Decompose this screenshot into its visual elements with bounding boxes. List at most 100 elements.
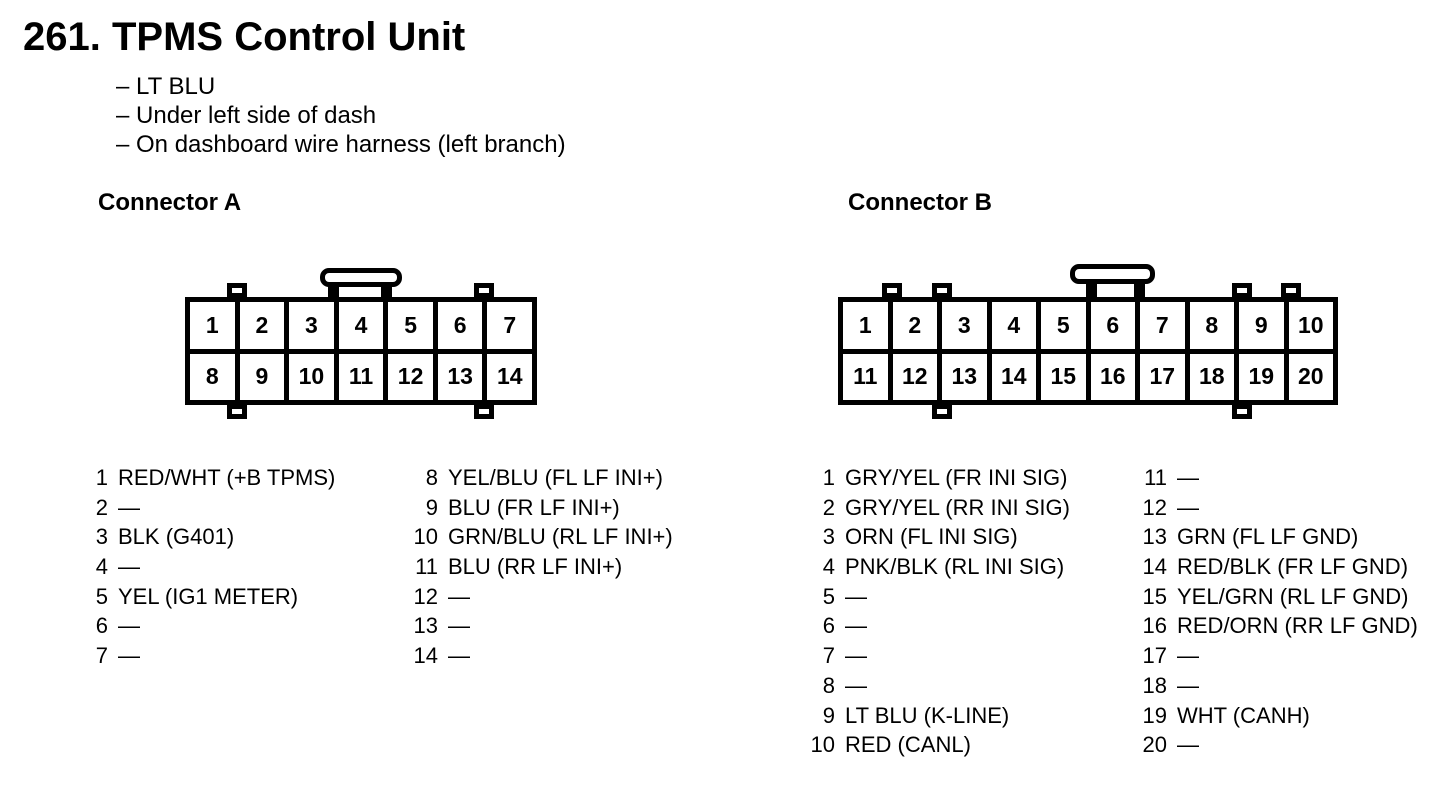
pin-wire-label: — xyxy=(1177,732,1199,758)
pin-wire-label: — xyxy=(845,672,867,698)
pin-wire-label: RED/ORN (RR LF GND) xyxy=(1177,613,1418,639)
pin-definition-row: 5— xyxy=(806,582,1070,612)
connector-b-latch-leg-icon xyxy=(1134,278,1145,298)
pin-number: 5 xyxy=(95,583,108,609)
pin-wire-label: BLK (G401) xyxy=(118,524,235,550)
pin-cell: 5 xyxy=(388,302,438,349)
pin-wire-label: — xyxy=(448,613,470,639)
pin-number: 16 xyxy=(1142,613,1167,639)
pin-definition-row: 6— xyxy=(79,611,335,641)
pin-number: 19 xyxy=(1142,702,1167,728)
pin-definition-row: 9 LT BLU (K-LINE) xyxy=(806,701,1070,731)
pin-definition-row: 4 PNK/BLK (RL INI SIG) xyxy=(806,552,1070,582)
pin-definition-row: 18— xyxy=(1138,671,1418,701)
pin-number: 6 xyxy=(95,613,108,639)
connector-a-mounting-tab-icon xyxy=(227,283,247,298)
pin-number: 15 xyxy=(1142,583,1167,609)
pin-definition-row: 4— xyxy=(79,552,335,582)
pin-definition-row: 16 RED/ORN (RR LF GND) xyxy=(1138,611,1418,641)
location-note: – Under left side of dash xyxy=(116,102,377,129)
pin-wire-label: — xyxy=(845,583,867,609)
pin-wire-label: — xyxy=(1177,465,1199,490)
pin-cell: 14 xyxy=(992,353,1041,400)
pin-wire-label: GRY/YEL (FR INI SIG) xyxy=(845,465,1068,490)
pin-cell: 13 xyxy=(438,353,488,400)
pin-number: 3 xyxy=(95,524,108,550)
pin-cell: 19 xyxy=(1239,353,1289,400)
pin-number: 13 xyxy=(1142,524,1167,550)
pin-cell: 16 xyxy=(1091,353,1140,400)
pin-number: 12 xyxy=(413,583,438,609)
pin-cell: 7 xyxy=(503,311,517,338)
pin-wire-label: — xyxy=(448,583,470,609)
connector-a-heading: Connector A xyxy=(98,189,242,216)
pin-cell: 2 xyxy=(893,302,942,349)
connector-b-mounting-tab-icon xyxy=(1232,404,1252,419)
pin-cell: 18 xyxy=(1190,353,1239,400)
pin-definition-row: 12 — xyxy=(409,582,673,612)
pin-definition-row: 20— xyxy=(1138,730,1418,760)
connector-b-mounting-tab-icon xyxy=(1281,283,1301,298)
pin-definition-row: 2— xyxy=(79,493,335,523)
pin-cell: 6 xyxy=(438,302,488,349)
pin-cell: 8 xyxy=(1190,302,1239,349)
pin-wire-label: — xyxy=(448,643,470,669)
pin-number: 9 xyxy=(822,702,835,728)
pin-number: 10 xyxy=(413,524,438,550)
pin-cell: 4 xyxy=(992,302,1041,349)
pin-cell: 10 xyxy=(1297,311,1324,338)
pin-definition-row: 7— xyxy=(79,641,335,671)
pin-number: 2 xyxy=(822,494,835,520)
pin-cell: 8 xyxy=(190,353,240,400)
connector-a-latch-leg-icon xyxy=(328,282,339,298)
connector-b-mounting-tab-icon xyxy=(932,404,952,419)
pin-definition-row: 13— xyxy=(409,611,673,641)
pin-wire-label: — xyxy=(118,554,140,580)
connector-a-mounting-tab-icon xyxy=(474,404,494,419)
location-note: – On dashboard wire harness (left branch… xyxy=(116,131,566,158)
pin-number: 4 xyxy=(95,554,108,580)
pin-number: 9 xyxy=(425,494,438,520)
pin-wire-label: YEL/BLU (FL LF INI+) xyxy=(448,465,663,490)
pin-cell: 14 xyxy=(496,363,523,390)
pin-definition-row: 9 BLU (FR LF INI+) xyxy=(409,493,673,523)
connector-a-latch-handle-icon xyxy=(320,268,402,287)
pin-cell: 3 xyxy=(289,302,339,349)
connector-b-mounting-tab-icon xyxy=(932,283,952,298)
pin-wire-label: BLU (FR LF INI+) xyxy=(448,494,620,520)
pin-cell: 5 xyxy=(1041,302,1091,349)
pin-number: 7 xyxy=(822,643,835,669)
pin-wire-label: — xyxy=(118,613,140,639)
pin-wire-label: — xyxy=(845,613,867,639)
pin-cell: 20 xyxy=(1297,363,1324,390)
pin-number: 17 xyxy=(1142,643,1167,669)
pin-cell: 15 xyxy=(1041,353,1091,400)
pin-number: 6 xyxy=(822,613,835,639)
connector-b-heading: Connector B xyxy=(848,189,992,216)
pin-number: 4 xyxy=(822,554,835,580)
pin-number: 11 xyxy=(1144,465,1167,490)
pin-wire-label: LT BLU (K-LINE) xyxy=(845,702,1010,728)
pin-cell: 3 xyxy=(942,302,992,349)
pin-number: 14 xyxy=(1142,554,1167,580)
pin-cell: 13 xyxy=(942,353,992,400)
pin-number: 2 xyxy=(95,494,108,520)
connector-b-latch-handle-icon xyxy=(1070,264,1155,284)
page-title: 261. TPMS Control Unit xyxy=(23,15,466,59)
pin-number: 3 xyxy=(822,524,835,550)
pin-wire-label: PNK/BLK (RL INI SIG) xyxy=(845,554,1065,580)
pin-cell: 4 xyxy=(339,302,389,349)
